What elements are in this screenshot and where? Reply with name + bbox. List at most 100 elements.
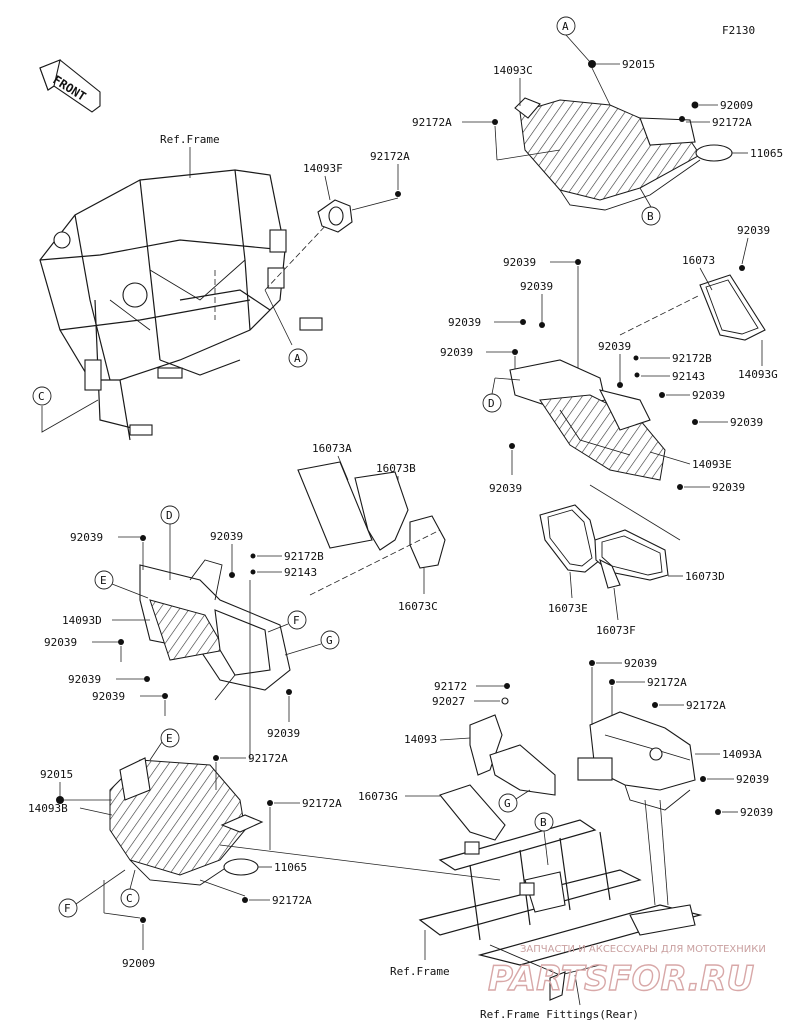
part-16073G: 16073G (358, 790, 398, 803)
part-92172A-b1: 92172A (248, 752, 288, 765)
part-92039-m1: 92039 (70, 531, 103, 544)
part-92172A-t2: 92172A (712, 116, 752, 129)
part-92039-e: 92039 (598, 340, 631, 353)
callout-D-left: D (160, 505, 180, 525)
callout-A-frame: A (288, 348, 308, 368)
watermark-line1: ЗАПЧАСТИ И АКСЕССУАРЫ ДЛЯ МОТОТЕХНИКИ (520, 944, 766, 955)
watermark-line2: PARTSFOR.RU (488, 959, 754, 999)
part-14093: 14093 (404, 733, 437, 746)
part-92039-m5: 92039 (92, 690, 125, 703)
part-16073D: 16073D (685, 570, 725, 583)
callout-C-frame: C (32, 386, 52, 406)
svg-text:E: E (100, 574, 107, 587)
part-92039-f: 92039 (692, 389, 725, 402)
part-14093A: 14093A (722, 748, 762, 761)
svg-text:G: G (326, 634, 333, 647)
callout-B-bottom: B (534, 812, 554, 832)
part-16073F: 16073F (596, 624, 636, 637)
part-14093B-drawing (109, 757, 264, 886)
svg-text:A: A (562, 20, 569, 33)
part-92172B-m: 92172B (284, 550, 324, 563)
part-92143-m: 92143 (284, 566, 317, 579)
front-arrow-icon: FRONT (39, 59, 101, 113)
part-92009-b: 92009 (122, 957, 155, 970)
svg-text:C: C (126, 892, 133, 905)
part-92172A-n2: 92172A (686, 699, 726, 712)
part-14093A-drawing (577, 711, 696, 811)
svg-text:B: B (647, 210, 654, 223)
part-16073A-drawing (297, 461, 373, 549)
svg-text:E: E (166, 732, 173, 745)
callout-F-bottom: F (58, 898, 78, 918)
svg-text:D: D (166, 509, 173, 522)
part-92039-d: 92039 (440, 346, 473, 359)
svg-text:B: B (540, 816, 547, 829)
ref-frame-top-label: Ref.Frame (160, 133, 220, 146)
part-92039-b: 92039 (520, 280, 553, 293)
part-92172A-t1: 92172A (412, 116, 452, 129)
callout-E-bottom: E (160, 728, 180, 748)
part-14093D-drawing (139, 559, 291, 701)
part-92027: 92027 (432, 695, 465, 708)
part-16073D-drawing (594, 529, 669, 589)
part-11065-b: 11065 (274, 861, 307, 874)
callout-D-right: D (482, 393, 502, 413)
part-14093G: 14093G (738, 368, 778, 381)
part-14093F: 14093F (303, 162, 343, 175)
part-14093D: 14093D (62, 614, 102, 627)
part-92039-m4: 92039 (68, 673, 101, 686)
bottom-frame-drawing (418, 819, 703, 1001)
part-92143-r: 92143 (672, 370, 705, 383)
part-11065-top: 11065 (750, 147, 783, 160)
part-92039-m6: 92039 (267, 727, 300, 740)
part-92015-b: 92015 (40, 768, 73, 781)
part-92009-top: 92009 (720, 99, 753, 112)
callout-A-top: A (556, 16, 576, 36)
part-92039-m3: 92039 (44, 636, 77, 649)
part-16073E-drawing (539, 504, 601, 573)
part-92015-top: 92015 (622, 58, 655, 71)
part-14093G-drawing (699, 274, 766, 341)
callout-F-mid: F (287, 610, 307, 630)
part-92039-n3: 92039 (740, 806, 773, 819)
svg-text:F: F (64, 902, 71, 915)
part-14093-drawing (469, 714, 556, 796)
part-16073B-drawing (354, 471, 409, 551)
svg-text:D: D (488, 397, 495, 410)
callout-G-bottom: G (498, 793, 518, 813)
callout-G-mid: G (320, 630, 340, 650)
part-92039-j: 92039 (737, 224, 770, 237)
part-92039-n2: 92039 (736, 773, 769, 786)
part-16073G-drawing (439, 784, 506, 841)
part-14093F-drawing (317, 191, 401, 233)
callout-C-bottom: C (120, 888, 140, 908)
figure-id: F2130 (722, 24, 755, 37)
svg-text:G: G (504, 797, 511, 810)
callout-B-top: B (641, 206, 661, 226)
part-92039-c: 92039 (448, 316, 481, 329)
part-16073C: 16073C (398, 600, 438, 613)
part-16073A: 16073A (312, 442, 352, 455)
part-92039-n1: 92039 (624, 657, 657, 670)
svg-text:C: C (38, 390, 45, 403)
part-92172B-r: 92172B (672, 352, 712, 365)
part-92039-i: 92039 (489, 482, 522, 495)
svg-text:F: F (293, 614, 300, 627)
part-92172A-n1: 92172A (647, 676, 687, 689)
part-14093C-drawing (514, 97, 701, 211)
part-14093C: 14093C (493, 64, 533, 77)
part-92039-g: 92039 (730, 416, 763, 429)
part-16073: 16073 (682, 254, 715, 267)
part-92039-a: 92039 (503, 256, 536, 269)
part-14093E: 14093E (692, 458, 732, 471)
callout-E-mid: E (94, 570, 114, 590)
part-92172A-b3: 92172A (272, 894, 312, 907)
part-92039-h: 92039 (712, 481, 745, 494)
part-16073E: 16073E (548, 602, 588, 615)
part-14093E-drawing (509, 359, 666, 481)
part-92172A-f: 92172A (370, 150, 410, 163)
part-16073B: 16073B (376, 462, 416, 475)
ref-frame-fittings-label: Ref.Frame Fittings(Rear) (480, 1008, 639, 1021)
part-14093B: 14093B (28, 802, 68, 815)
